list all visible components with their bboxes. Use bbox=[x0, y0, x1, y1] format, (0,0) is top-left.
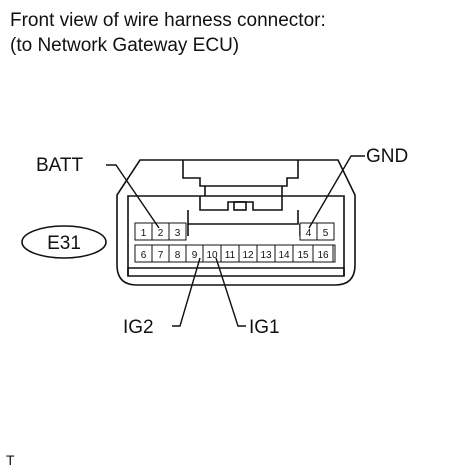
corner-mark: T bbox=[6, 452, 15, 468]
ig1-label: IG1 bbox=[249, 317, 280, 338]
pin-cell bbox=[312, 244, 334, 263]
connector-code-label: E31 bbox=[47, 233, 81, 254]
gnd-leader-line bbox=[308, 155, 365, 229]
pin-number-10: 10 bbox=[206, 250, 218, 261]
pin-number-1: 1 bbox=[141, 228, 147, 239]
batt-leader-line bbox=[106, 164, 160, 229]
pin-number-15: 15 bbox=[297, 250, 309, 261]
pin-number-11: 11 bbox=[225, 250, 236, 261]
pin-cell bbox=[168, 222, 187, 241]
pin-cell bbox=[316, 222, 335, 241]
pin-number-8: 8 bbox=[175, 250, 181, 261]
batt-label: BATT bbox=[36, 155, 84, 176]
gnd-label: GND bbox=[366, 146, 408, 167]
ig2-label: IG2 bbox=[123, 317, 154, 338]
pin-number-4: 4 bbox=[306, 228, 312, 239]
caption-line-2: (to Network Gateway ECU) bbox=[10, 35, 240, 56]
pin-number-2: 2 bbox=[158, 228, 164, 239]
connector-code-ellipse bbox=[21, 225, 107, 259]
pin-number-7: 7 bbox=[158, 250, 164, 261]
pin-number-16: 16 bbox=[317, 250, 329, 261]
leader-lines bbox=[106, 155, 365, 327]
pin-number-5: 5 bbox=[323, 228, 329, 239]
ig1-leader-line bbox=[215, 257, 246, 327]
pin-number-6: 6 bbox=[141, 250, 147, 261]
pin-number-14: 14 bbox=[278, 250, 290, 261]
pin-number-3: 3 bbox=[175, 228, 181, 239]
caption-line-1: Front view of wire harness connector: bbox=[10, 10, 326, 31]
pin-number-12: 12 bbox=[242, 250, 254, 261]
pin-number-9: 9 bbox=[192, 250, 198, 261]
ig2-leader-line bbox=[172, 257, 201, 327]
pin-number-13: 13 bbox=[260, 250, 272, 261]
